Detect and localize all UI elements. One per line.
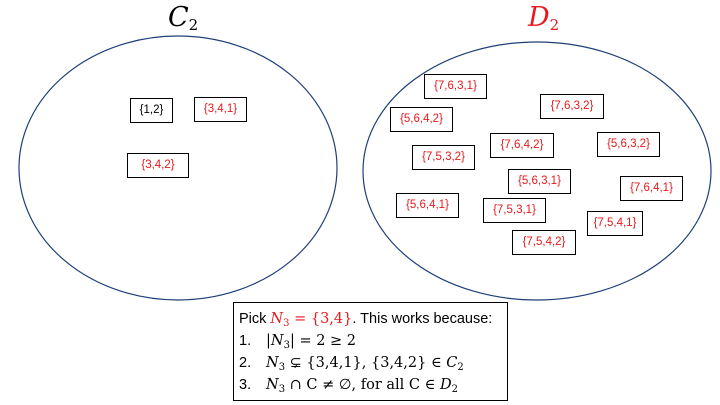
d2-element-8: {7,6,4,1} (620, 176, 683, 201)
d2-element-7: {5,6,3,1} (508, 169, 571, 194)
proof-item-1: 1. |N3| = 2 ≥ 2 (239, 330, 507, 352)
d2-element-4: {7,5,3,2} (412, 145, 475, 170)
d2-element-5: {7,6,4,2} (490, 133, 554, 158)
proof-item-3-tail-letter: D (439, 377, 452, 393)
proof-item-2-var: N (266, 355, 279, 371)
set-title-c2-letter: C (168, 2, 189, 33)
proof-item-1-var-sub: 3 (283, 340, 290, 351)
c2-element-2: {3,4,1} (194, 97, 247, 122)
proof-item-2-math: N3 ⊊ {3,4,1}, {3,4,2} ∈ C2 (266, 355, 464, 373)
d2-element-3: {7,6,3,2} (540, 94, 604, 119)
set-title-d2: D2 (528, 2, 559, 41)
proof-item-1-text: | = 2 ≥ 2 (289, 333, 357, 349)
proof-item-3-var: N (266, 377, 279, 393)
proof-intro-var-sub: 3 (283, 318, 290, 329)
proof-item-2-number: 2. (239, 355, 252, 371)
proof-item-2-tail-letter: C (446, 355, 458, 371)
set-title-c2-subscript: 2 (188, 16, 199, 34)
proof-item-2-tail-sub: 2 (457, 362, 464, 373)
c2-element-1: {1,2} (130, 98, 173, 123)
proof-item-3-var-sub: 3 (278, 384, 286, 395)
proof-item-3-math: N3 ∩ C ≠ ∅, for all C ∈ D2 (266, 377, 458, 395)
proof-intro-var-letter: N (270, 311, 284, 327)
set-title-c2: C2 (168, 2, 198, 41)
proof-item-2-text: ⊊ {3,4,1}, {3,4,2} ∈ (285, 355, 447, 371)
proof-item-3-number: 3. (239, 377, 252, 393)
proof-item-3-text: ∩ C ≠ ∅, for all C ∈ (285, 377, 440, 393)
proof-box: Pick N3 = {3,4}. This works because: 1.|… (233, 302, 508, 401)
proof-item-3-tail-sub: 2 (451, 384, 458, 395)
proof-intro: Pick N3 = {3,4}. This works because: (239, 308, 507, 330)
proof-item-1-number: 1. (239, 333, 252, 349)
proof-item-3: 3. N3 ∩ C ≠ ∅, for all C ∈ D2 (239, 374, 507, 396)
d2-element-12: {7,5,4,2} (512, 230, 576, 255)
set-title-d2-subscript: 2 (549, 16, 560, 34)
proof-intro-prefix: Pick (239, 311, 271, 327)
set-title-d2-letter: D (528, 2, 550, 33)
proof-item-1-math: |N3| = 2 ≥ 2 (266, 333, 357, 351)
ellipse-c2 (18, 35, 338, 301)
ellipse-d2 (362, 41, 712, 301)
d2-element-10: {7,5,3,1} (483, 198, 546, 223)
d2-element-6: {5,6,3,2} (597, 132, 660, 157)
d2-element-2: {5,6,4,2} (390, 107, 453, 132)
d2-element-9: {5,6,4,1} (396, 193, 459, 218)
proof-item-2: 2. N3 ⊊ {3,4,1}, {3,4,2} ∈ C2 (239, 352, 507, 374)
proof-intro-eq: = {3,4} (289, 311, 353, 327)
proof-intro-var: N3 = {3,4} (270, 311, 353, 329)
d2-element-1: {7,6,3,1} (424, 74, 487, 99)
proof-item-2-var-sub: 3 (278, 362, 286, 373)
proof-item-1-prefix: | (266, 333, 271, 349)
c2-element-3: {3,4,2} (127, 153, 189, 178)
d2-element-11: {7,5,4,1} (587, 211, 643, 236)
proof-item-1-var: N (270, 333, 284, 349)
proof-intro-suffix: . This works because: (352, 311, 493, 327)
